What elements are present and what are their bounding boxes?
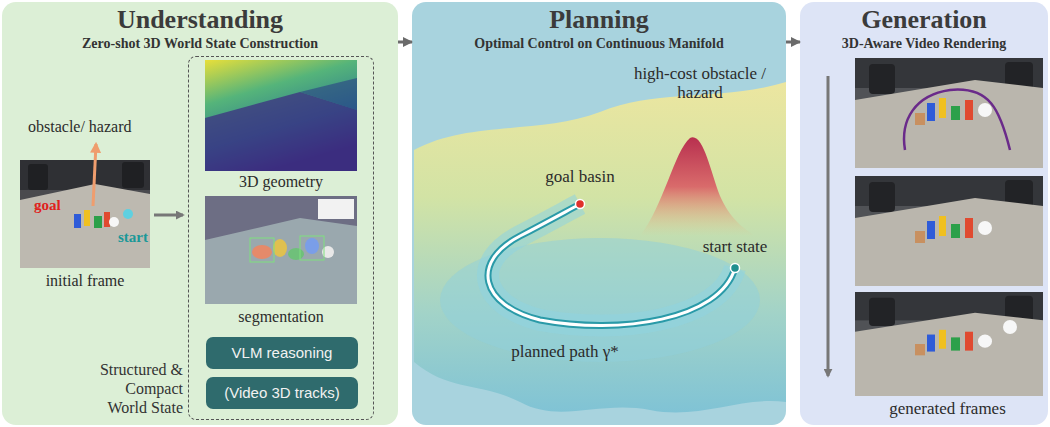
annotation-label: initial frame xyxy=(20,272,150,290)
segmentation-map xyxy=(205,196,357,304)
box-heading: Structured & Compact World State xyxy=(91,360,183,417)
annotation-label: 3D geometry xyxy=(205,173,357,191)
annotation-label: segmentation xyxy=(205,308,357,326)
annotation-label: planned path γ* xyxy=(485,343,645,361)
box-subtitle: Zero-shot 3D World State Construction xyxy=(2,35,398,52)
annotation-label: goal basin xyxy=(530,168,630,186)
annotation-label: high-cost obstacle / hazard xyxy=(630,64,770,102)
stage-arrow xyxy=(786,41,800,44)
annotation-label: start xyxy=(118,228,148,246)
world-state-group: Structured & Compact World StateVLM reas… xyxy=(188,56,374,420)
annotation-label: generated frames xyxy=(850,400,1045,418)
box-heading: Planning xyxy=(412,5,786,35)
cost-landscape xyxy=(414,82,786,412)
annotation-label: goal xyxy=(34,196,61,214)
module-box: (Video 3D tracks) xyxy=(206,377,358,409)
pointer-arrow xyxy=(93,144,96,206)
time-arrow xyxy=(827,76,830,376)
flow-arrow xyxy=(154,214,183,217)
stage-panel: UnderstandingZero-shot 3D World State Co… xyxy=(2,2,398,425)
box-subtitle: 3D-Aware Video Rendering xyxy=(800,35,1048,52)
box-heading: Understanding xyxy=(2,5,398,35)
box-heading: Generation xyxy=(800,5,1048,35)
module-box: VLM reasoning xyxy=(206,337,358,369)
annotation-label: obstacle/ hazard xyxy=(28,118,158,136)
box-heading: (Video 3D tracks) xyxy=(224,384,340,402)
depth-map xyxy=(205,60,357,171)
box-subtitle: Optimal Control on Continuous Manifold xyxy=(412,35,786,52)
box-heading: VLM reasoning xyxy=(232,344,333,362)
generated-frames xyxy=(855,58,1043,396)
stage-arrow xyxy=(398,41,412,44)
annotation-label: start state xyxy=(685,238,785,256)
stage-panel: Generation3D-Aware Video Rendering xyxy=(800,2,1048,425)
initial-frame-photo xyxy=(20,160,150,268)
